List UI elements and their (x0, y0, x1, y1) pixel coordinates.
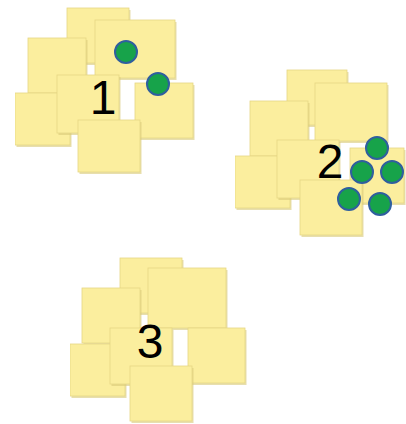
vote-dot (351, 161, 373, 183)
sticky-note-cluster: 3 (70, 256, 247, 424)
vote-dot (338, 188, 360, 210)
sticky-note (135, 83, 195, 140)
cluster-number: 1 (90, 74, 117, 122)
sticky-note (130, 366, 194, 423)
sticky-note (350, 148, 406, 205)
vote-dot (381, 161, 403, 183)
sticky-note (78, 120, 142, 174)
vote-dot (369, 193, 391, 215)
sticky-note (300, 180, 364, 237)
vote-dot (366, 137, 388, 159)
vote-dot (115, 41, 137, 63)
sticky-note (188, 328, 247, 385)
sticky-note (95, 20, 177, 80)
cluster-number: 3 (137, 318, 164, 366)
vote-dot (147, 73, 169, 95)
sticky-note (315, 83, 389, 143)
cluster-number: 2 (317, 138, 344, 186)
